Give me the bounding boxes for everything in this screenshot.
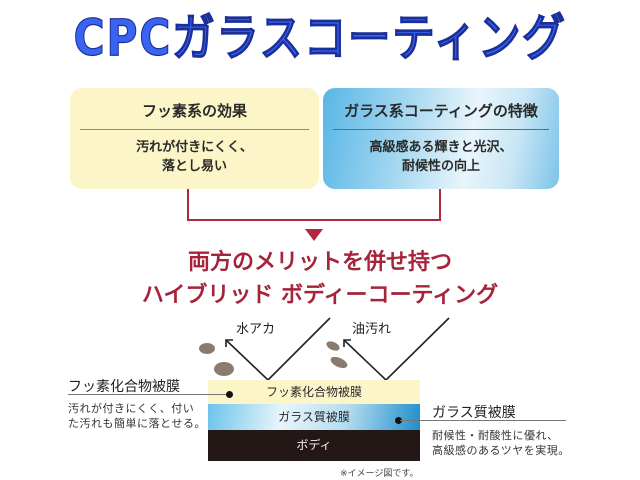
down-arrow-icon bbox=[305, 229, 323, 241]
callout-glass-desc-2: 高級感のあるツヤを実現。 bbox=[432, 444, 570, 457]
page-title: CPCガラスコーティング bbox=[73, 8, 567, 67]
callout-glass-dot-icon bbox=[395, 417, 402, 424]
callout-fluoro-dot-icon bbox=[226, 391, 233, 398]
glass-coating-feature-box: ガラス系コーティングの特徴 高級感ある輝きと光沢、 耐候性の向上 bbox=[323, 88, 559, 189]
callout-glass-line bbox=[400, 420, 566, 421]
fluorine-effect-line-1: 汚れが付きにくく、 bbox=[136, 140, 253, 155]
glass-coating-feature-line-2: 耐候性の向上 bbox=[401, 159, 480, 174]
layer-body: ボディ bbox=[208, 430, 420, 461]
glass-coating-feature-heading: ガラス系コーティングの特徴 bbox=[344, 102, 538, 120]
callout-fluoro-title: フッ素化合物被膜 bbox=[68, 379, 180, 395]
bracket-right-line bbox=[439, 189, 441, 221]
headline-line-2: ハイブリッド ボディーコーティング bbox=[141, 282, 499, 308]
bracket-left-line bbox=[187, 189, 189, 221]
fluorine-effect-line-2: 落とし易い bbox=[161, 159, 227, 174]
water-spot-icon bbox=[214, 362, 234, 376]
callout-glass-title: ガラス質被膜 bbox=[432, 405, 516, 421]
water-spot-icon bbox=[199, 343, 215, 354]
fluorine-effect-box: フッ素系の効果 汚れが付きにくく、 落とし易い bbox=[70, 88, 319, 189]
callout-fluoro-desc-1: 汚れが付きにくく、付い bbox=[68, 402, 195, 415]
callout-glass-desc-1: 耐候性・耐酸性に優れ、 bbox=[432, 429, 559, 442]
oil-stain-label: 油汚れ bbox=[352, 322, 392, 337]
callout-fluoro-line bbox=[68, 394, 228, 395]
layer-fluoro-compound: フッ素化合物被膜 bbox=[208, 380, 420, 404]
glass-coating-feature-line-1: 高級感ある輝きと光沢、 bbox=[369, 140, 513, 155]
image-note: ※イメージ図です。 bbox=[340, 469, 419, 479]
layer-glass-film: ガラス質被膜 bbox=[208, 404, 420, 430]
water-spot-label: 水アカ bbox=[236, 322, 276, 337]
divider bbox=[80, 129, 309, 130]
headline-line-1: 両方のメリットを併せ持つ bbox=[187, 249, 452, 275]
bracket-bottom-line bbox=[187, 219, 441, 221]
divider bbox=[333, 129, 549, 130]
fluorine-effect-heading: フッ素系の効果 bbox=[141, 102, 247, 120]
callout-fluoro-desc-2: た汚れも簡単に落とせる。 bbox=[68, 417, 206, 430]
